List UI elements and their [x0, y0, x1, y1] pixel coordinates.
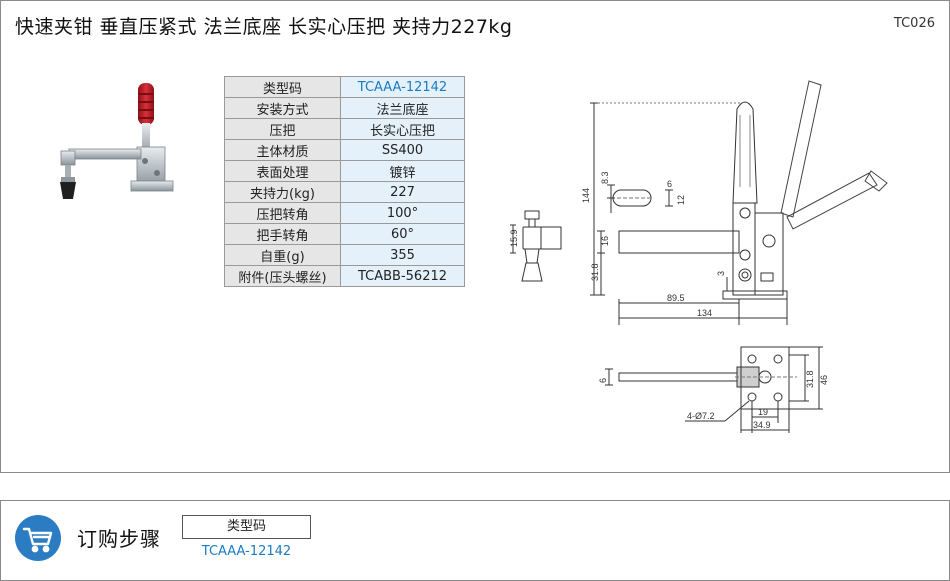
- spec-label: 主体材质: [224, 139, 341, 161]
- spec-row: 夹持力(kg) 227: [224, 181, 465, 203]
- spec-label: 压把: [224, 118, 341, 140]
- spec-value: 100°: [340, 202, 465, 224]
- order-field-label: 类型码: [182, 515, 311, 539]
- dim-134: 134: [697, 308, 712, 318]
- spec-row: 类型码 TCAAA-12142: [224, 76, 465, 98]
- dim-89-5: 89.5: [667, 293, 685, 303]
- spec-table: 类型码 TCAAA-12142 安装方式 法兰底座 压把 长实心压把 主体材质 …: [224, 76, 465, 287]
- spec-label: 夹持力(kg): [224, 181, 341, 203]
- spec-row: 主体材质 SS400: [224, 139, 465, 161]
- spec-row: 自重(g) 355: [224, 244, 465, 266]
- product-panel: 快速夹钳 垂直压紧式 法兰底座 长实心压把 夹持力227kg TC026: [0, 0, 950, 473]
- spec-label: 附件(压头螺丝): [224, 265, 341, 287]
- spec-value: 长实心压把: [340, 118, 465, 140]
- dim-6a: 6: [667, 179, 672, 189]
- spec-row: 安装方式 法兰底座: [224, 97, 465, 119]
- spec-label: 表面处理: [224, 160, 341, 182]
- spec-value: SS400: [340, 139, 465, 161]
- spec-label: 安装方式: [224, 97, 341, 119]
- dimension-drawing: 15.9: [509, 80, 888, 433]
- spec-row: 表面处理 镀锌: [224, 160, 465, 182]
- spec-value: TCABB-56212: [340, 265, 465, 287]
- spec-label: 压把转角: [224, 202, 341, 224]
- spindle-side-view: [510, 210, 562, 282]
- spec-label: 类型码: [224, 76, 341, 98]
- dim-hole: 4-Ø7.2: [687, 411, 715, 421]
- spec-value: 355: [340, 244, 465, 266]
- spec-value: 镀锌: [340, 160, 465, 182]
- dim-19: 19: [758, 407, 768, 417]
- clamp-top-view: [605, 346, 823, 433]
- clamp-side-view: [590, 80, 888, 325]
- cart-icon: [15, 515, 61, 561]
- spec-row: 把手转角 60°: [224, 223, 465, 245]
- page-title: 快速夹钳 垂直压紧式 法兰底座 长实心压把 夹持力227kg: [15, 16, 513, 38]
- dim-31-8a: 31.8: [590, 263, 600, 281]
- spec-value: 227: [340, 181, 465, 203]
- dim-16: 16: [600, 236, 610, 246]
- dim-46: 46: [819, 375, 829, 385]
- dim-31-8b: 31.8: [805, 370, 815, 388]
- spec-label: 把手转角: [224, 223, 341, 245]
- dim-3: 3: [716, 271, 726, 276]
- dim-144: 144: [581, 188, 591, 203]
- dim-34-9: 34.9: [753, 420, 771, 430]
- order-steps-title: 订购步骤: [77, 527, 161, 551]
- spec-value-type-code[interactable]: TCAAA-12142: [340, 76, 465, 98]
- product-code: TC026: [893, 16, 935, 31]
- spec-row: 附件(压头螺丝) TCABB-56212: [224, 265, 465, 287]
- dim-12: 12: [676, 195, 686, 205]
- dim-6b: 6: [598, 378, 608, 383]
- product-photo: [60, 83, 174, 199]
- order-steps-panel: 订购步骤 类型码 TCAAA-12142: [0, 500, 950, 581]
- spec-row: 压把转角 100°: [224, 202, 465, 224]
- spec-label: 自重(g): [224, 244, 341, 266]
- dim-8-3: 8.3: [600, 171, 610, 184]
- spec-row: 压把 长实心压把: [224, 118, 465, 140]
- spec-value: 60°: [340, 223, 465, 245]
- spec-value: 法兰底座: [340, 97, 465, 119]
- dim-15-9: 15.9: [509, 229, 519, 247]
- order-type-code-link[interactable]: TCAAA-12142: [201, 544, 292, 559]
